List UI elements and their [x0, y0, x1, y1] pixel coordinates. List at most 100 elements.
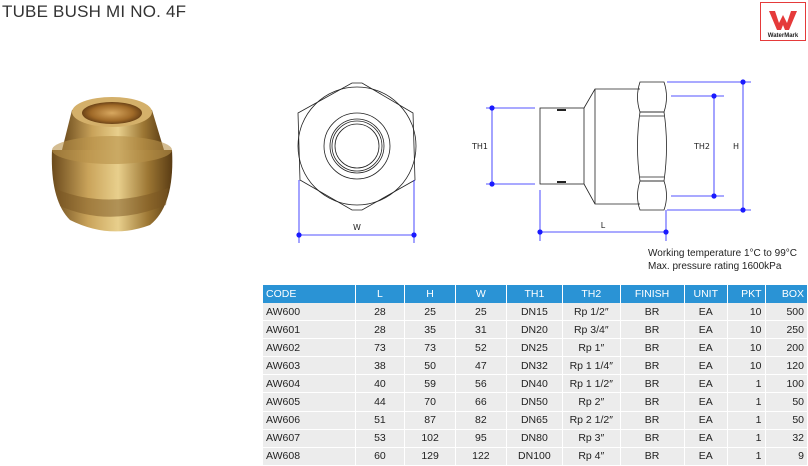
- cell-unit: EA: [684, 339, 727, 358]
- column-header-code: CODE: [263, 285, 355, 303]
- column-header-l: L: [355, 285, 405, 303]
- label-th1: TH1: [471, 142, 488, 151]
- cell-code: AW608: [263, 447, 355, 466]
- cell-unit: EA: [684, 303, 727, 322]
- cell-h: 59: [405, 375, 455, 394]
- label-w: W: [353, 223, 361, 232]
- cell-th1: DN15: [506, 303, 562, 322]
- cell-th2: Rp 1/2″: [563, 303, 620, 322]
- cell-l: 60: [355, 447, 405, 466]
- cell-box: 250: [765, 321, 807, 340]
- cell-th2: Rp 3″: [563, 429, 620, 448]
- front-view: [297, 82, 417, 211]
- cell-finish: BR: [620, 339, 684, 358]
- cell-code: AW607: [263, 429, 355, 448]
- cell-l: 40: [355, 375, 405, 394]
- specifications-notes: Working temperature 1°C to 99°C Max. pre…: [648, 247, 797, 273]
- cell-th2: Rp 4″: [563, 447, 620, 466]
- cell-unit: EA: [684, 321, 727, 340]
- cell-code: AW601: [263, 321, 355, 340]
- cell-code: AW604: [263, 375, 355, 394]
- dimension-w: [296, 180, 417, 243]
- cell-unit: EA: [684, 447, 727, 466]
- cell-unit: EA: [684, 375, 727, 394]
- cell-th1: DN25: [506, 339, 562, 358]
- column-header-th1: TH1: [506, 285, 562, 303]
- column-header-unit: UNIT: [684, 285, 727, 303]
- column-header-th2: TH2: [563, 285, 620, 303]
- dimension-lines: [486, 79, 751, 241]
- cell-finish: BR: [620, 411, 684, 430]
- cell-th2: Rp 1 1/4″: [563, 357, 620, 376]
- product-photo: [51, 97, 173, 232]
- cell-box: 50: [765, 393, 807, 412]
- cell-h: 73: [405, 339, 455, 358]
- cell-pkt: 1: [727, 375, 765, 394]
- svg-text:WaterMark: WaterMark: [768, 33, 799, 39]
- cell-pkt: 10: [727, 339, 765, 358]
- cell-h: 50: [405, 357, 455, 376]
- page-title: TUBE BUSH MI NO. 4F: [2, 2, 187, 21]
- cell-unit: EA: [684, 411, 727, 430]
- cell-w: 82: [455, 411, 506, 430]
- cell-box: 100: [765, 375, 807, 394]
- cell-code: AW606: [263, 411, 355, 430]
- cell-pkt: 1: [727, 429, 765, 448]
- side-view: [539, 81, 667, 211]
- column-header-box: BOX: [765, 285, 807, 303]
- cell-l: 28: [355, 303, 405, 322]
- label-l: L: [601, 221, 606, 230]
- cell-h: 70: [405, 393, 455, 412]
- cell-unit: EA: [684, 429, 727, 448]
- cell-w: 31: [455, 321, 506, 340]
- cell-box: 50: [765, 411, 807, 430]
- cell-th1: DN50: [506, 393, 562, 412]
- watermark-logo: WaterMark: [760, 2, 806, 41]
- cell-pkt: 10: [727, 303, 765, 322]
- cell-th2: Rp 3/4″: [563, 321, 620, 340]
- cell-h: 25: [405, 303, 455, 322]
- cell-l: 44: [355, 393, 405, 412]
- cell-code: AW600: [263, 303, 355, 322]
- cell-finish: BR: [620, 429, 684, 448]
- cell-th1: DN20: [506, 321, 562, 340]
- cell-unit: EA: [684, 393, 727, 412]
- technical-drawing: W TH1 TH2 H L: [51, 79, 751, 243]
- cell-pkt: 1: [727, 393, 765, 412]
- cell-finish: BR: [620, 447, 684, 466]
- cell-box: 500: [765, 303, 807, 322]
- cell-l: 38: [355, 357, 405, 376]
- cell-finish: BR: [620, 357, 684, 376]
- cell-pkt: 1: [727, 447, 765, 466]
- cell-h: 129: [405, 447, 455, 466]
- column-header-w: W: [455, 285, 506, 303]
- cell-h: 102: [405, 429, 455, 448]
- cell-w: 47: [455, 357, 506, 376]
- cell-finish: BR: [620, 303, 684, 322]
- cell-box: 200: [765, 339, 807, 358]
- cell-l: 28: [355, 321, 405, 340]
- cell-h: 35: [405, 321, 455, 340]
- cell-pkt: 10: [727, 321, 765, 340]
- column-header-h: H: [405, 285, 455, 303]
- cell-code: AW603: [263, 357, 355, 376]
- cell-box: 32: [765, 429, 807, 448]
- cell-th1: DN32: [506, 357, 562, 376]
- cell-w: 122: [455, 447, 506, 466]
- cell-box: 120: [765, 357, 807, 376]
- label-th2: TH2: [693, 142, 710, 151]
- cell-l: 51: [355, 411, 405, 430]
- cell-box: 9: [765, 447, 807, 466]
- cell-th2: Rp 1 1/2″: [563, 375, 620, 394]
- cell-th1: DN40: [506, 375, 562, 394]
- cell-finish: BR: [620, 321, 684, 340]
- cell-w: 56: [455, 375, 506, 394]
- cell-l: 73: [355, 339, 405, 358]
- cell-l: 53: [355, 429, 405, 448]
